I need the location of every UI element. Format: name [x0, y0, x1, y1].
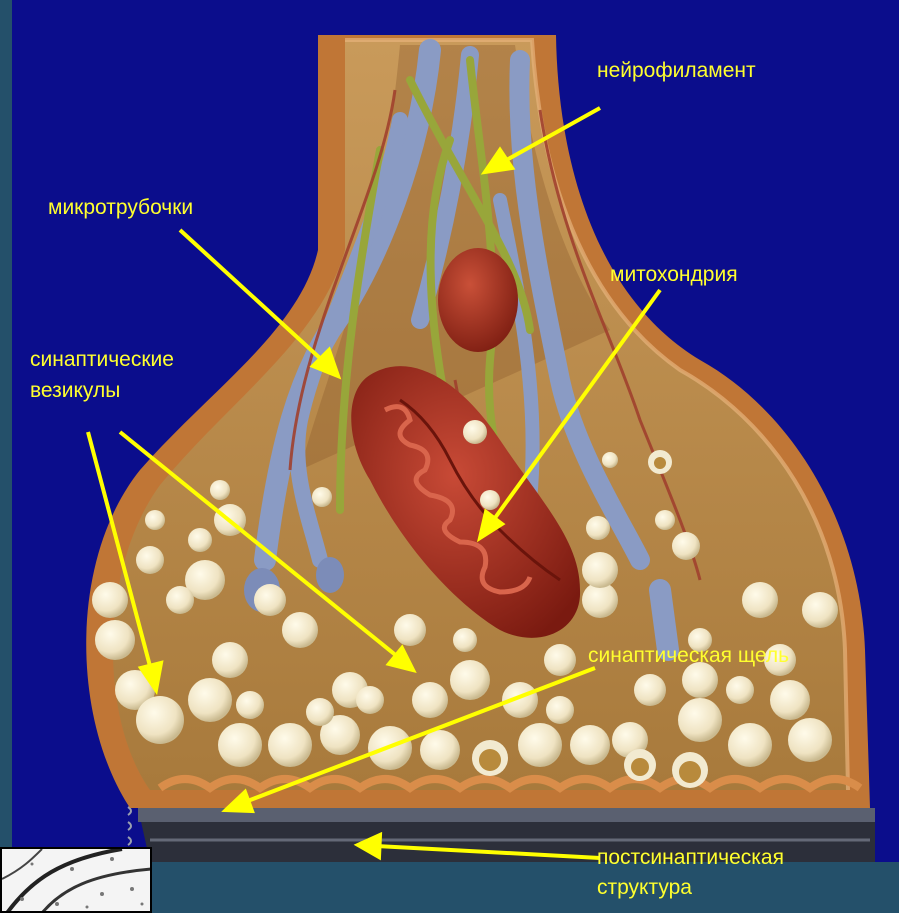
vesicle — [518, 723, 562, 767]
vesicle — [212, 642, 248, 678]
vesicle — [602, 452, 618, 468]
vesicle — [726, 676, 754, 704]
vesicle — [356, 686, 384, 714]
vesicle — [92, 582, 128, 618]
vesicle — [210, 480, 230, 500]
label-vesicles-line1: синаптические — [30, 347, 174, 373]
vesicle — [480, 490, 500, 510]
vesicle — [136, 546, 164, 574]
vesicle — [312, 487, 332, 507]
vesicle — [802, 592, 838, 628]
vesicle — [420, 730, 460, 770]
vesicle — [188, 678, 232, 722]
label-postsynaptic-line2: структура — [597, 875, 692, 901]
vesicle — [672, 532, 700, 560]
vesicle — [218, 723, 262, 767]
vesicle — [742, 582, 778, 618]
vesicle — [586, 516, 610, 540]
vesicle — [678, 698, 722, 742]
vesicle — [463, 420, 487, 444]
vesicle — [453, 628, 477, 652]
vesicle — [450, 660, 490, 700]
vesicle — [655, 510, 675, 530]
label-vesicles-line2: везикулы — [30, 378, 120, 404]
electron-micrograph-thumbnail — [0, 847, 152, 913]
small-mitochondrion — [438, 248, 518, 352]
label-neurofilament: нейрофиламент — [597, 58, 756, 84]
vesicle — [145, 510, 165, 530]
vesicle — [254, 584, 286, 616]
vesicle — [136, 696, 184, 744]
label-postsynaptic-line1: постсинаптическая — [597, 845, 784, 871]
vesicle — [236, 691, 264, 719]
vesicle — [394, 614, 426, 646]
vesicle — [788, 718, 832, 762]
vesicle — [282, 612, 318, 648]
vesicle — [570, 725, 610, 765]
vesicle — [166, 586, 194, 614]
vesicle — [268, 723, 312, 767]
label-mitochondria: митохондрия — [610, 262, 738, 288]
vesicle — [95, 620, 135, 660]
vesicle — [770, 680, 810, 720]
label-microtubules: микротрубочки — [48, 195, 193, 221]
vesicle — [728, 723, 772, 767]
vesicle — [546, 696, 574, 724]
vesicle — [306, 698, 334, 726]
vesicle — [582, 552, 618, 588]
vesicle — [412, 682, 448, 718]
label-synaptic-cleft: синаптическая щель — [588, 643, 789, 669]
vesicle — [544, 644, 576, 676]
vesicle — [188, 528, 212, 552]
vesicle — [634, 674, 666, 706]
